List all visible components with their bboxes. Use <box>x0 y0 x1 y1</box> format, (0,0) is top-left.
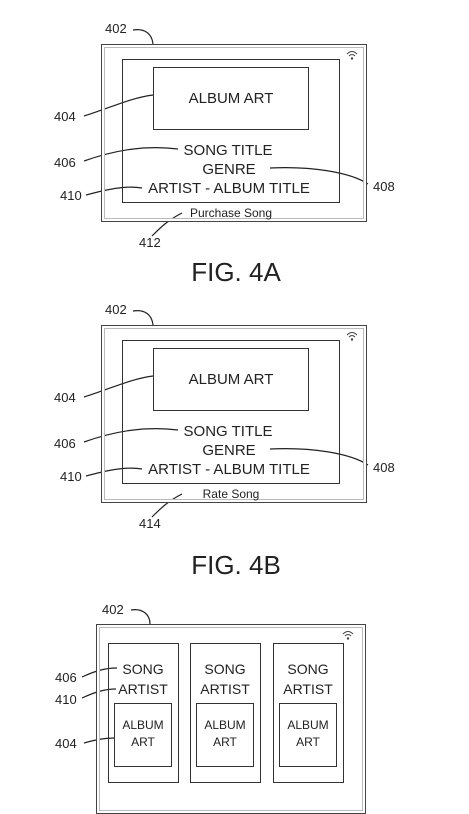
wifi-icon <box>342 631 354 640</box>
ref-414-4b: 414 <box>139 516 161 531</box>
rate-song-button[interactable]: Rate Song <box>202 487 260 501</box>
card-album-art-1 <box>114 703 172 767</box>
song-card-2[interactable] <box>190 643 261 783</box>
card-artist-1: ARTIST <box>118 681 168 697</box>
ref-408-4a: 408 <box>373 179 395 194</box>
ref-406-4a: 406 <box>54 155 76 170</box>
genre-4a: GENRE <box>202 161 256 178</box>
card-art-line1-2: ALBUM <box>204 718 246 732</box>
media-panel-4a <box>122 59 340 203</box>
ref-410-4c: 410 <box>55 692 77 707</box>
card-album-art-2 <box>196 703 254 767</box>
song-card-3[interactable] <box>273 643 344 783</box>
song-card-1[interactable] <box>108 643 179 783</box>
ref-402-4a: 402 <box>105 21 127 36</box>
ref-402-4b: 402 <box>105 302 127 317</box>
ref-410-4a: 410 <box>60 188 82 203</box>
figure-caption-4b: FIG. 4B <box>191 550 281 580</box>
song-title-4a: SONG TITLE <box>183 142 273 159</box>
ref-410-4b: 410 <box>60 469 82 484</box>
wifi-icon <box>346 332 358 341</box>
device-frame-4a <box>101 44 367 222</box>
ref-408-4b: 408 <box>373 460 395 475</box>
ref-412-4a: 412 <box>139 235 161 250</box>
card-art-line2-3: ART <box>296 735 320 749</box>
ref-406-4b: 406 <box>54 436 76 451</box>
ref-404-4b: 404 <box>54 390 76 405</box>
card-song-3: SONG <box>287 661 329 677</box>
card-art-line1-1: ALBUM <box>122 718 164 732</box>
card-art-line2-2: ART <box>213 735 237 749</box>
genre-4b: GENRE <box>202 442 256 459</box>
device-frame-4b <box>101 325 367 503</box>
wifi-icon <box>346 51 358 60</box>
ref-404-4a: 404 <box>54 109 76 124</box>
card-song-2: SONG <box>204 661 246 677</box>
ref-406-4c: 406 <box>55 670 77 685</box>
album-art-box-4a <box>153 67 309 130</box>
album-art-label-4a: ALBUM ART <box>188 90 274 107</box>
leader-4b-402 <box>132 310 154 326</box>
leader-4a-402 <box>132 29 154 45</box>
card-song-1: SONG <box>122 661 164 677</box>
media-panel-4b <box>122 340 340 484</box>
card-album-art-3 <box>279 703 337 767</box>
song-title-4b: SONG TITLE <box>183 423 273 440</box>
ref-404-4c: 404 <box>55 736 77 751</box>
ref-402-4c: 402 <box>102 602 124 617</box>
album-art-box-4b <box>153 348 309 411</box>
card-art-line2-1: ART <box>131 735 155 749</box>
card-art-line1-3: ALBUM <box>287 718 329 732</box>
artist-album-4a: ARTIST - ALBUM TITLE <box>148 180 310 197</box>
card-artist-3: ARTIST <box>283 681 333 697</box>
artist-album-4b: ARTIST - ALBUM TITLE <box>148 461 310 478</box>
card-artist-2: ARTIST <box>200 681 250 697</box>
purchase-song-button[interactable]: Purchase Song <box>189 206 273 220</box>
figure-caption-4a: FIG. 4A <box>191 257 281 287</box>
album-art-label-4b: ALBUM ART <box>188 371 274 388</box>
leader-4c-402 <box>130 609 151 625</box>
